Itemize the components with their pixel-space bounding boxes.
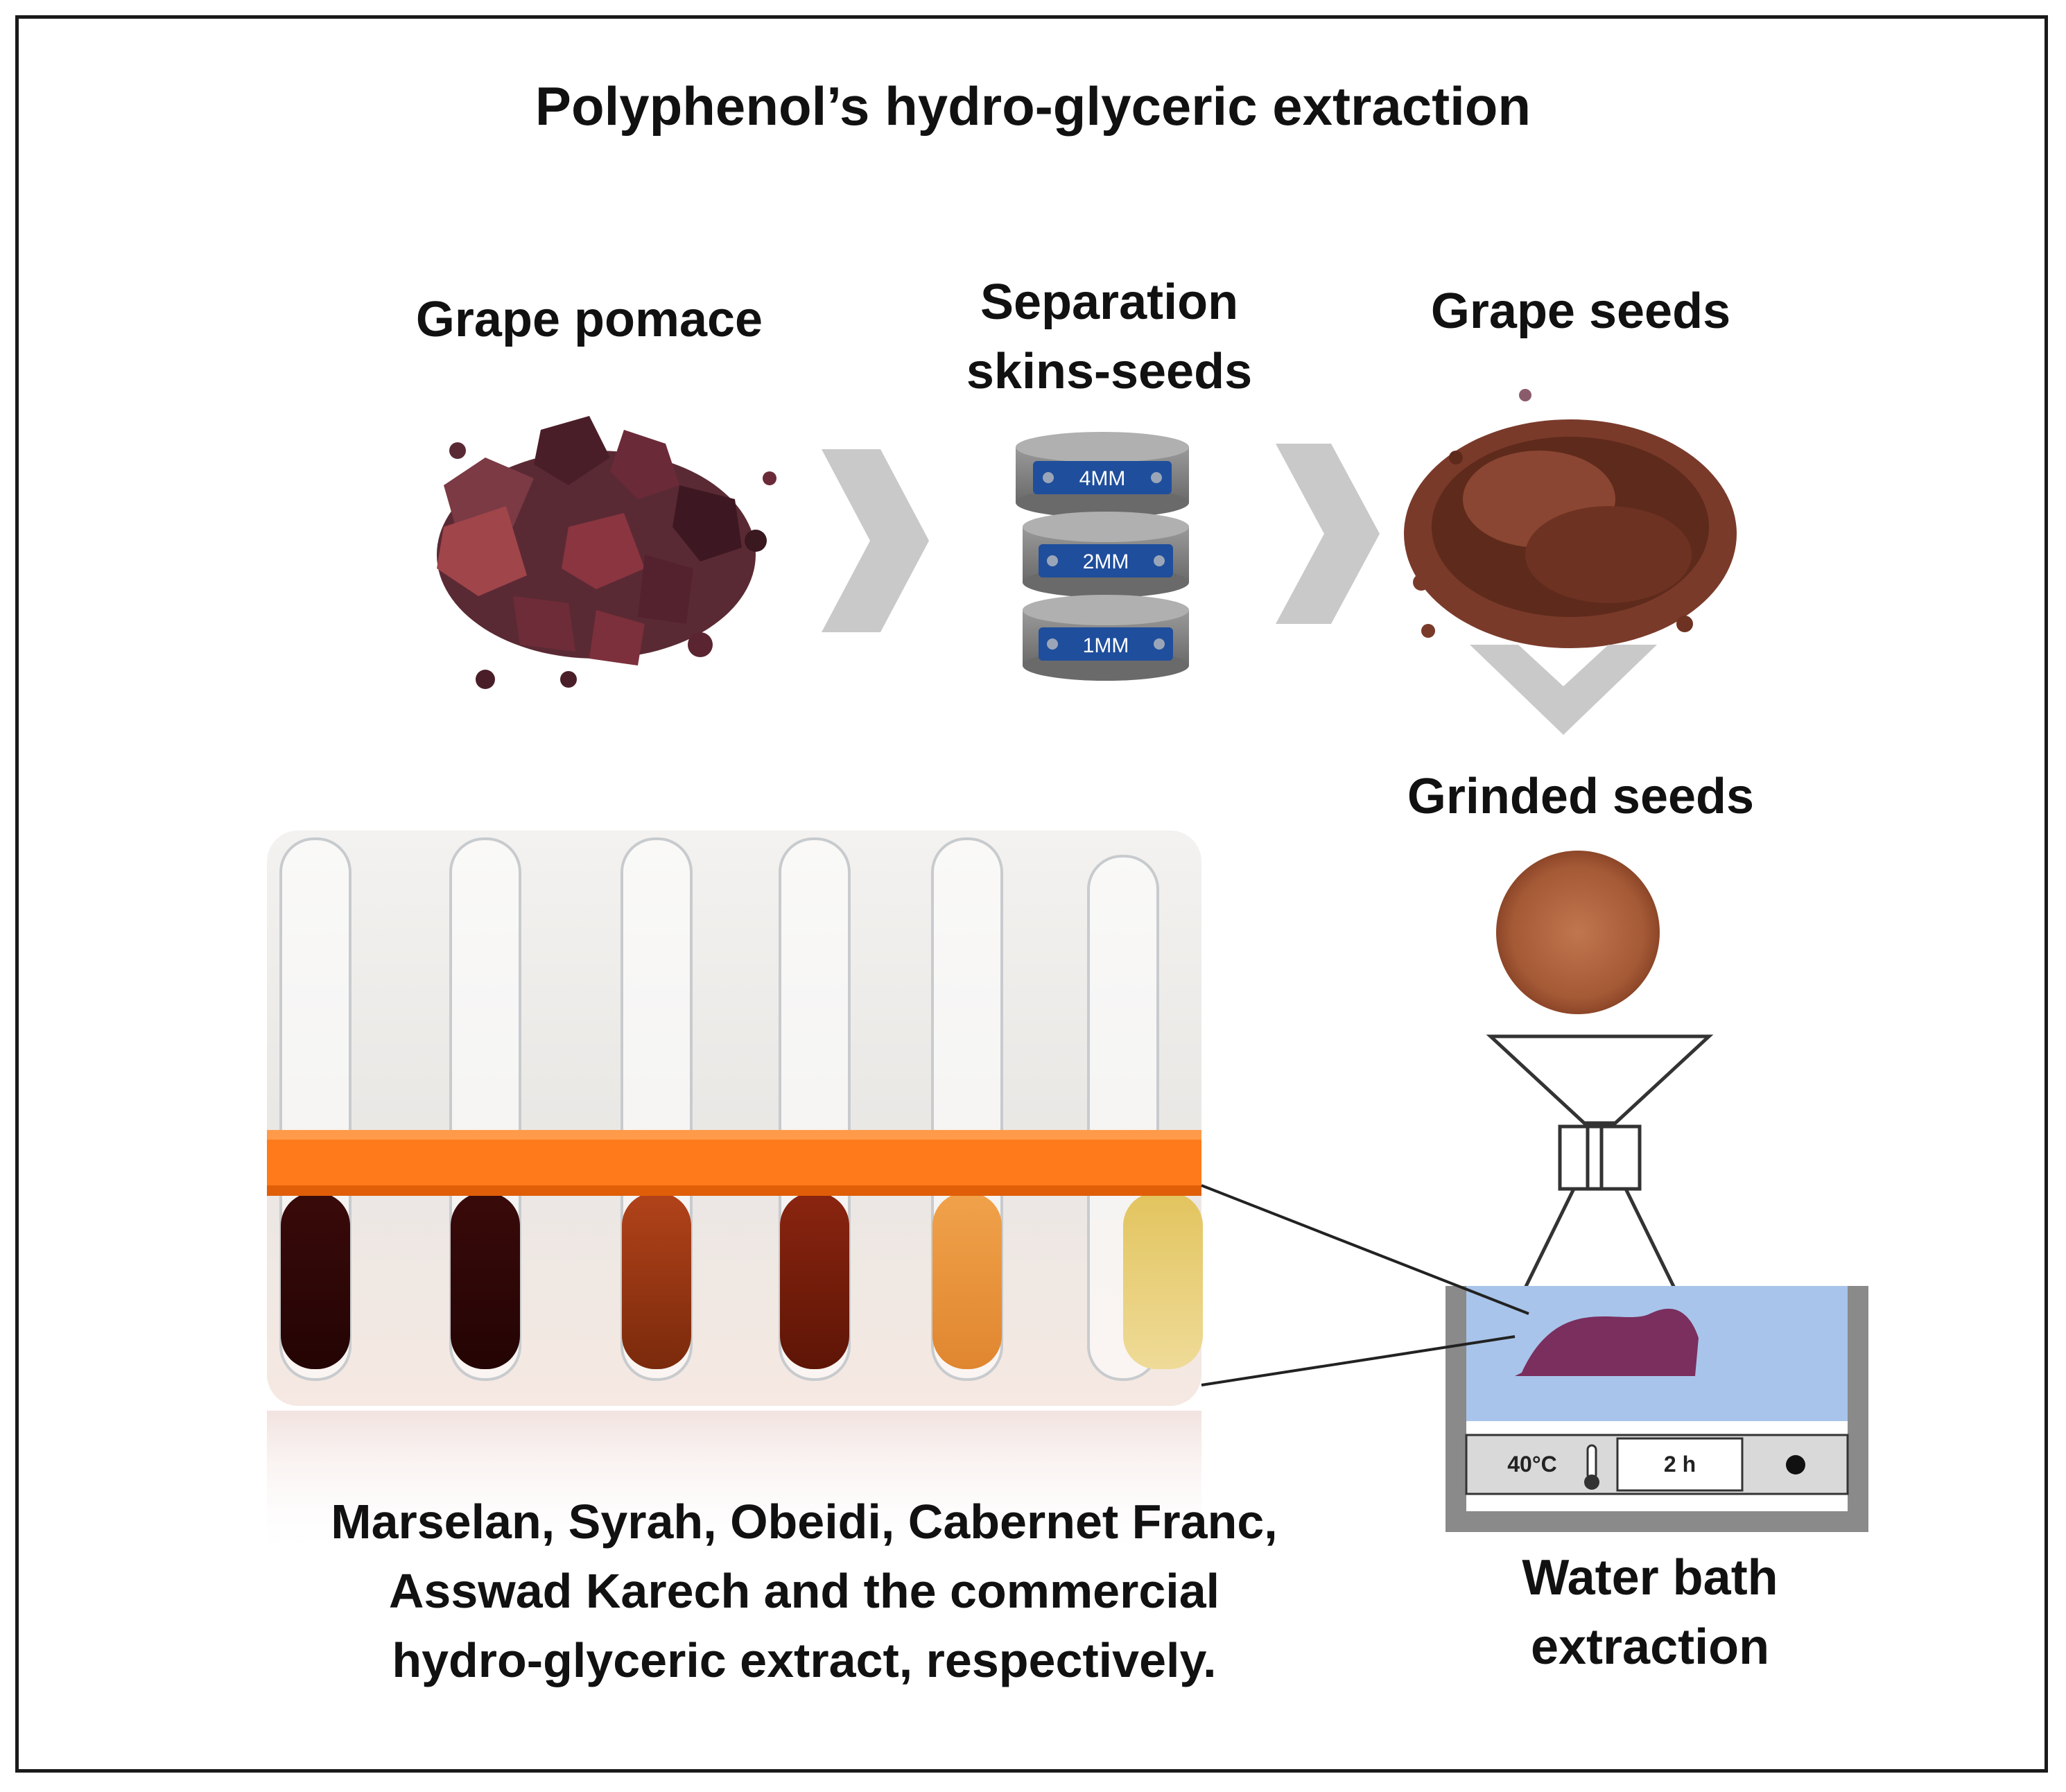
sieve-label-1mm: 1MM	[1083, 634, 1129, 657]
sieve-label-4mm: 4MM	[1079, 467, 1126, 490]
label-separation-line1: Separation	[980, 275, 1239, 330]
label-grinded-seeds: Grinded seeds	[1407, 769, 1755, 824]
label-water-bath-line2: extraction	[1530, 1619, 1770, 1675]
label-grape-seeds: Grape seeds	[1430, 284, 1731, 339]
sieve-2mm: 2MM	[1023, 512, 1189, 598]
caption-line2: Asswad Karech and the commercial	[388, 1564, 1220, 1618]
label-water-bath-line1: Water bath	[1522, 1550, 1778, 1606]
label-grape-pomace: Grape pomace	[415, 292, 763, 347]
bath-time: 2 h	[1664, 1452, 1696, 1477]
sieve-label-2mm: 2MM	[1083, 550, 1129, 573]
grape-pomace-image	[437, 416, 776, 689]
sieve-4mm: 4MM	[1016, 432, 1189, 518]
sieve-1mm: 1MM	[1023, 595, 1189, 681]
thermometer-icon	[1584, 1444, 1599, 1490]
zoom-line-bottom	[1201, 1335, 1516, 1386]
arrow-down-icon	[1470, 645, 1657, 735]
label-separation-line2: skins-seeds	[966, 344, 1253, 399]
test-tubes-photo	[267, 830, 1203, 1560]
bath-temperature: 40°C	[1507, 1452, 1557, 1477]
grape-seeds-image	[1404, 389, 1737, 648]
water-bath-icon: 40°C 2 h	[1446, 1286, 1868, 1532]
arrow-right-icon-1	[822, 449, 929, 632]
power-button-icon	[1786, 1455, 1805, 1475]
sieve-stack: 4MM 2MM 1MM	[1016, 432, 1189, 681]
arrow-right-icon-2	[1276, 444, 1380, 624]
grinded-seeds-disc	[1496, 851, 1660, 1014]
zoom-line-top	[1201, 1184, 1529, 1315]
figure-title: Polyphenol’s hydro-glyceric extraction	[535, 76, 1531, 137]
caption-line3: hydro-glyceric extract, respectively.	[392, 1633, 1217, 1687]
tube-rack	[267, 1130, 1201, 1196]
caption-line1: Marselan, Syrah, Obeidi, Cabernet Franc,	[331, 1495, 1278, 1549]
